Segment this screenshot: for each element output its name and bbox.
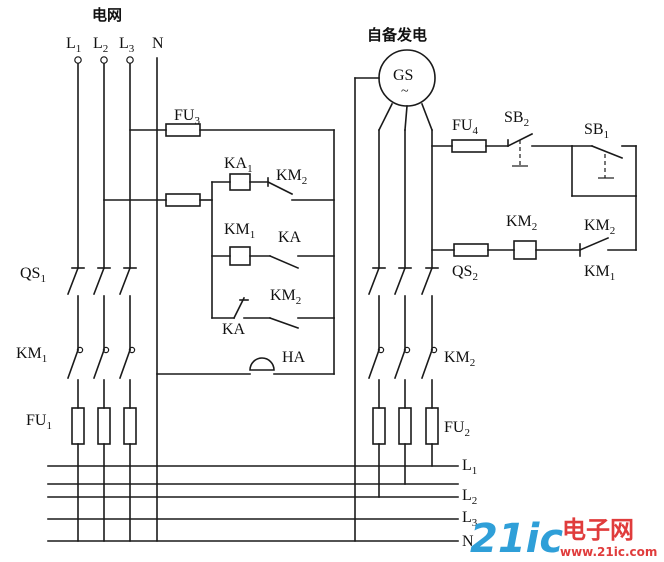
km2-contact-label: KM2: [584, 217, 615, 237]
watermark-url: www.21ic.com: [560, 545, 657, 559]
phase-label-l3: L3: [119, 35, 135, 55]
ka1-coil-label: KA1: [224, 155, 253, 175]
fu1-label: FU1: [26, 412, 52, 432]
km1-coil-label: KM1: [224, 221, 255, 241]
grid-phase-wires: [77, 57, 158, 542]
km1-interlock-label: KM1: [584, 263, 615, 283]
phase-label-l2: L2: [93, 35, 108, 55]
qs1-label: QS1: [20, 265, 46, 285]
fu3-label: FU3: [174, 107, 200, 127]
bus-label-l1: L1: [462, 457, 477, 477]
watermark-cn: 电子网: [562, 516, 634, 544]
km2-main-contacts: [367, 346, 438, 380]
generator-wires: [354, 77, 434, 542]
km2-coil-label: KM2: [506, 213, 537, 233]
phase-label-l1: L1: [66, 35, 81, 55]
output-bus: [47, 465, 459, 542]
grid-title: 电网: [92, 6, 122, 24]
watermark-brand: 21ic: [470, 516, 563, 562]
sb2-label: SB2: [504, 109, 529, 129]
ha-buzzer-label: HA: [282, 349, 306, 366]
neutral-label: N: [152, 35, 164, 52]
km2-contact-b-label: KM2: [270, 287, 301, 307]
ka-nc-contact-label: KA: [222, 321, 246, 338]
km1-label: KM1: [16, 345, 47, 365]
generator-label: GS: [393, 67, 413, 84]
watermark: 21ic 电子网 www.21ic.com: [470, 516, 657, 562]
sb1-label: SB1: [584, 121, 609, 141]
km2-main-label: KM2: [444, 349, 475, 369]
bus-label-l2: L2: [462, 487, 477, 507]
grid-terminals: [74, 56, 134, 64]
fu1-fuses: [71, 407, 137, 445]
fu4-label: FU4: [452, 117, 478, 137]
km1-main-contacts: [66, 346, 136, 380]
qs1-switch: [66, 266, 137, 296]
self-generation-title: 自备发电: [367, 26, 427, 44]
bus-label-l3: L3: [462, 509, 478, 529]
control-wiring: [103, 123, 335, 375]
qs2-label: QS2: [452, 263, 478, 283]
bus-label-n: N: [462, 533, 474, 550]
km2-contact-a-label: KM2: [276, 167, 307, 187]
generator-ac-symbol: ~: [401, 84, 409, 99]
fu2-fuses: [372, 407, 439, 445]
fu2-label: FU2: [444, 419, 470, 439]
qs2-switch: [367, 266, 439, 296]
ka-contact-label: KA: [278, 229, 302, 246]
generator-control-wiring: [431, 132, 637, 260]
